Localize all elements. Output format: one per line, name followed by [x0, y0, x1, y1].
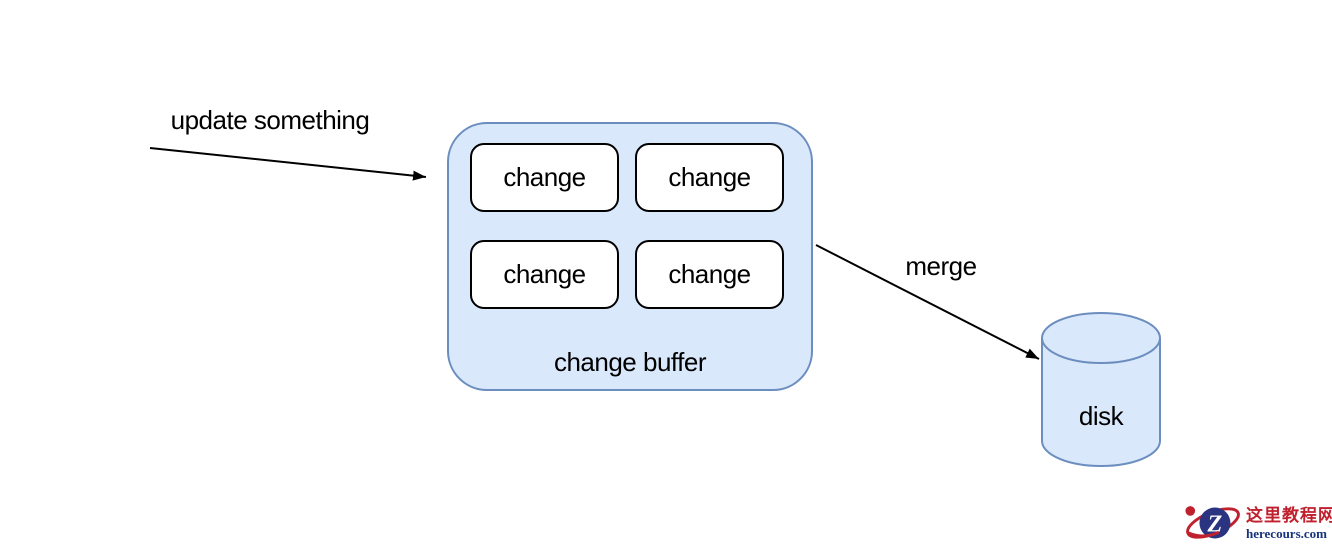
watermark-site-domain: herecours.com	[1246, 526, 1327, 541]
disk-cylinder	[1041, 312, 1161, 467]
change-box: change	[635, 240, 784, 309]
buffer-title: change buffer	[553, 347, 707, 377]
watermark-logo-icon: Z	[1185, 506, 1240, 539]
watermark-text: 这里教程网 herecours.com	[1246, 505, 1332, 541]
merge-label: merge	[905, 251, 977, 281]
update-arrow	[149, 147, 427, 181]
watermark-site-name: 这里教程网	[1246, 506, 1332, 525]
watermark: Z 这里教程网 herecours.com	[1183, 498, 1332, 548]
change-box: change	[635, 143, 784, 212]
change-buffer: change change change change change buffe…	[447, 122, 813, 391]
logo-letter: Z	[1207, 511, 1223, 538]
change-box: change	[470, 240, 619, 309]
update-label: update something	[170, 105, 370, 135]
disk-label: disk	[1078, 401, 1124, 431]
change-box: change	[470, 143, 619, 212]
